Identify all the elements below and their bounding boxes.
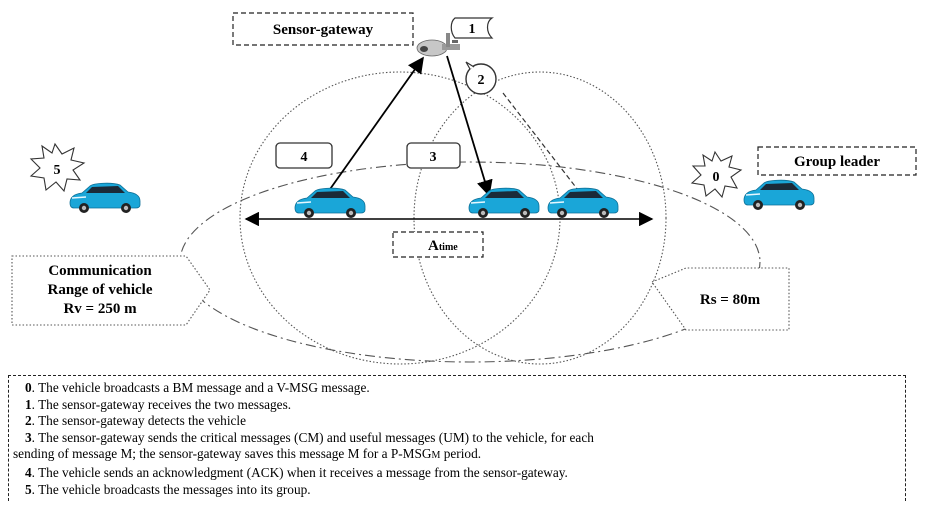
vehicle-detected-car (547, 187, 619, 219)
sensor-range-circle-right (413, 71, 667, 365)
step-3-box (406, 142, 461, 169)
comm-range-line-1: Communication (48, 263, 152, 279)
atime-label: Atime (428, 238, 458, 254)
detect-line (502, 92, 579, 191)
comm-range-line-3: Rv = 250 m (63, 301, 137, 317)
step-1-box (450, 17, 494, 39)
legend-item-3-text: . The sensor-gateway sends the critical … (31, 429, 594, 445)
sensor-gateway-label: Sensor-gateway (273, 22, 374, 38)
step-4-box (275, 142, 333, 169)
message-arrow (446, 55, 493, 197)
step-3-number: 3 (430, 150, 437, 165)
legend-item-0-number: 0 (25, 380, 32, 395)
legend-item-3-number: 3 (25, 429, 32, 445)
ack-arrow (327, 56, 424, 193)
legend-item-4: 4. The vehicle sends an acknowledgment (… (13, 465, 899, 482)
comm-range-line-2: Range of vehicle (48, 282, 153, 298)
atime-label-box (392, 231, 484, 258)
step-2-number: 2 (478, 73, 485, 88)
step-4-number: 4 (301, 150, 308, 165)
step-0-number: 0 (713, 170, 720, 185)
comm-range-callout (11, 255, 211, 326)
legend-item-4-text: . The vehicle sends an acknowledgment (A… (31, 464, 568, 480)
legend-item-2: 2. The sensor-gateway detects the vehicl… (13, 413, 899, 430)
group-leader-car (743, 179, 815, 211)
rs-label: Rs = 80m (700, 292, 761, 308)
rs-callout (651, 267, 790, 331)
legend-item-3-text-cont: sending of message M; the sensor-gateway… (13, 446, 432, 462)
sensor-gateway-icon (416, 33, 460, 57)
step-5-starburst (29, 142, 86, 193)
legend-item-0-text: . The vehicle broadcasts a BM message an… (31, 380, 370, 395)
legend-item-3-subscript: M (431, 450, 441, 462)
legend-box: 0. The vehicle broadcasts a BM message a… (8, 375, 906, 501)
legend-item-3-continued: sending of message M; the sensor-gateway… (13, 446, 899, 465)
step-2-circle (465, 63, 497, 95)
legend-item-4-number: 4 (25, 464, 32, 480)
legend-item-2-text: . The sensor-gateway detects the vehicle (31, 413, 247, 429)
vehicle-acking-car (294, 187, 366, 219)
legend-item-1-number: 1 (25, 396, 32, 412)
step-5-number: 5 (54, 163, 61, 178)
scenario-diagram: Sensor-gateway 1 2 4 3 5 0 Group leader … (11, 12, 917, 365)
step-1-number: 1 (469, 22, 476, 37)
legend-item-3-text-end: period. (440, 446, 482, 462)
legend-item-1: 1. The sensor-gateway receives the two m… (13, 397, 899, 414)
vehicle-range-ellipse (179, 161, 761, 363)
legend-item-1-text: . The sensor-gateway receives the two me… (31, 396, 292, 412)
legend-item-3: 3. The sensor-gateway sends the critical… (13, 430, 899, 447)
legend-item-2-number: 2 (25, 413, 32, 429)
sensor-gateway-label-box (232, 12, 414, 46)
legend-item-5-text: . The vehicle broadcasts the messages in… (31, 481, 311, 497)
legend-item-0: 0. The vehicle broadcasts a BM message a… (13, 380, 899, 397)
group-leader-label: Group leader (794, 154, 880, 170)
vehicle-broadcasting-car (69, 182, 141, 214)
step-0-starburst (690, 150, 743, 199)
legend-item-5: 5. The vehicle broadcasts the messages i… (13, 482, 899, 499)
vehicle-receiving-car (468, 187, 540, 219)
sensor-range-circle-left (239, 71, 561, 365)
group-leader-label-box (757, 146, 917, 176)
legend-item-5-number: 5 (25, 481, 32, 497)
